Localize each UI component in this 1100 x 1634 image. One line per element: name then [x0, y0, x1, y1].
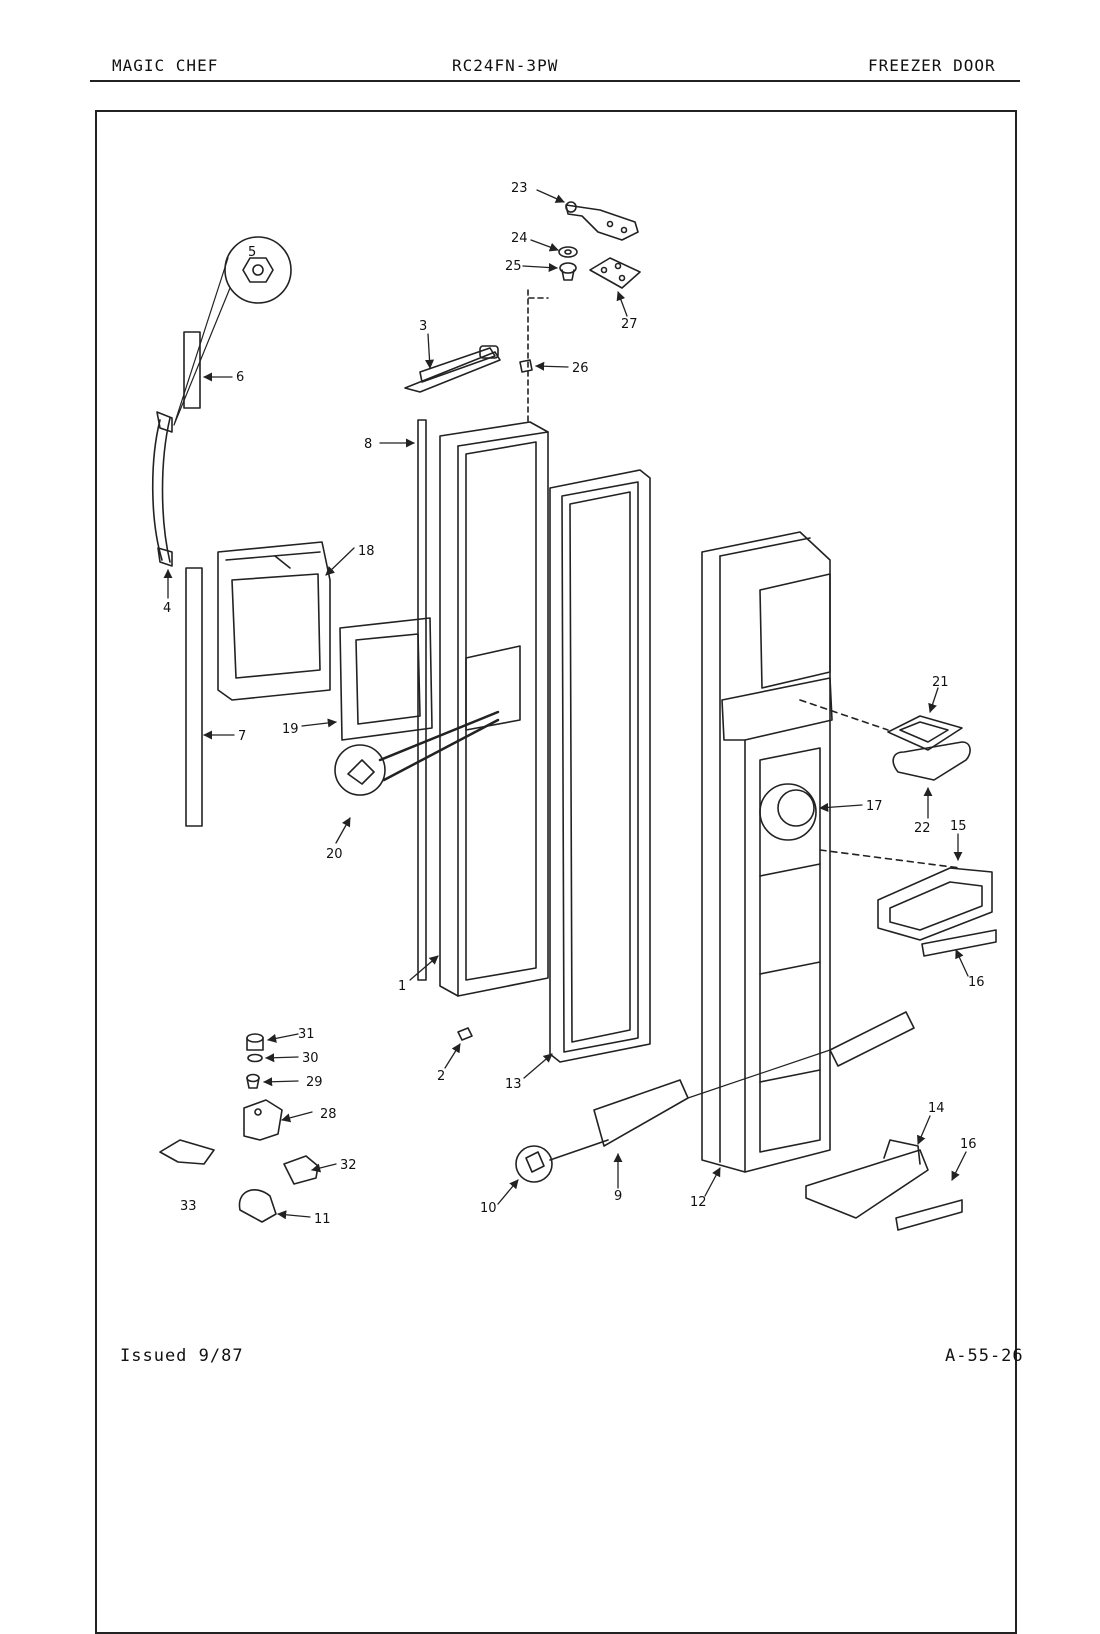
callout-label: 3	[419, 319, 427, 334]
callout-labels: 1 2 3 4 5 6 7 8 9 10 11 12 13 14 15 16 1…	[163, 181, 985, 1227]
part-door-panel	[439, 421, 549, 997]
part-lower-trim-rail	[593, 1011, 915, 1147]
callout-label: 21	[932, 675, 949, 690]
callout-label: 29	[306, 1075, 323, 1090]
callout-label: 33	[180, 1199, 197, 1214]
callout-label: 14	[928, 1101, 945, 1116]
model-number: RC24FN-3PW	[452, 56, 559, 75]
part-handle-screw-detail	[173, 236, 292, 426]
part-nut	[457, 1027, 473, 1041]
callout-label: 13	[505, 1077, 522, 1092]
callout-label: 31	[298, 1027, 315, 1042]
callout-label: 27	[621, 317, 638, 332]
part-shelf-trim	[921, 929, 997, 957]
part-inner-door-liner	[701, 531, 833, 1173]
callout-label: 26	[572, 361, 589, 376]
part-hinge-cap	[519, 359, 533, 373]
callout-label: 7	[238, 729, 246, 744]
part-door-gasket	[549, 469, 651, 1063]
part-washer	[558, 246, 578, 258]
callout-label: 32	[340, 1158, 357, 1173]
callout-label: 4	[163, 601, 171, 616]
part-dispenser-frame	[339, 617, 433, 741]
part-lower-hinge-shim	[159, 1139, 215, 1165]
brand-label: MAGIC CHEF	[112, 56, 219, 75]
callout-label: 25	[505, 259, 522, 274]
callout-label: 23	[511, 181, 528, 196]
part-door-stop	[404, 345, 501, 393]
callout-label: 19	[282, 722, 299, 737]
callout-label: 1	[398, 979, 406, 994]
part-hinge-bushing	[246, 1073, 260, 1089]
callout-leaders	[163, 189, 969, 1220]
part-door-shelf-bin	[819, 849, 993, 941]
part-bottom-shelf-bin	[805, 1139, 929, 1219]
part-hinge-cover	[238, 1189, 277, 1223]
part-bushing	[559, 262, 577, 281]
part-trim-strip	[183, 331, 201, 409]
part-dispenser-housing	[217, 541, 331, 701]
part-door-handle	[151, 411, 173, 567]
header-rule	[90, 80, 1020, 82]
part-top-hinge	[565, 201, 639, 241]
exploded-parts-diagram: 1 2 3 4 5 6 7 8 9 10 11 12 13 14 15 16 1…	[151, 181, 997, 1231]
callout-label: 5	[248, 245, 256, 260]
callout-label: 18	[358, 544, 375, 559]
part-dispenser-guide	[887, 715, 963, 751]
callout-label: 11	[314, 1212, 331, 1227]
part-handle-trim	[185, 567, 203, 827]
part-bottom-shelf-trim	[895, 1199, 963, 1231]
callout-label: 6	[236, 370, 244, 385]
callout-label: 2	[437, 1069, 445, 1084]
part-lower-hinge	[243, 1099, 283, 1141]
callout-label: 16	[960, 1137, 977, 1152]
alignment-line	[527, 289, 549, 426]
callout-label: 17	[866, 799, 883, 814]
part-hinge-shim	[589, 257, 641, 289]
page-code: A-55-26	[945, 1346, 1024, 1366]
callout-label: 8	[364, 437, 372, 452]
callout-label: 20	[326, 847, 343, 862]
callout-label: 12	[690, 1195, 707, 1210]
part-hinge-washer	[247, 1053, 263, 1063]
part-rail-fastener-detail	[515, 1139, 609, 1183]
callout-label: 9	[614, 1189, 622, 1204]
part-door-seal-strip	[417, 419, 427, 981]
callout-label: 10	[480, 1201, 497, 1216]
callout-label: 30	[302, 1051, 319, 1066]
part-dispenser-chute	[892, 741, 971, 781]
callout-label: 15	[950, 819, 967, 834]
section-title: FREEZER DOOR	[868, 56, 996, 75]
callout-label: 16	[968, 975, 985, 990]
part-hinge-pin	[246, 1033, 264, 1051]
callout-label: 28	[320, 1107, 337, 1122]
part-door-fastener-detail	[334, 710, 500, 796]
callout-label: 22	[914, 821, 931, 836]
issue-date: Issued 9/87	[120, 1346, 244, 1366]
callout-label: 24	[511, 231, 528, 246]
